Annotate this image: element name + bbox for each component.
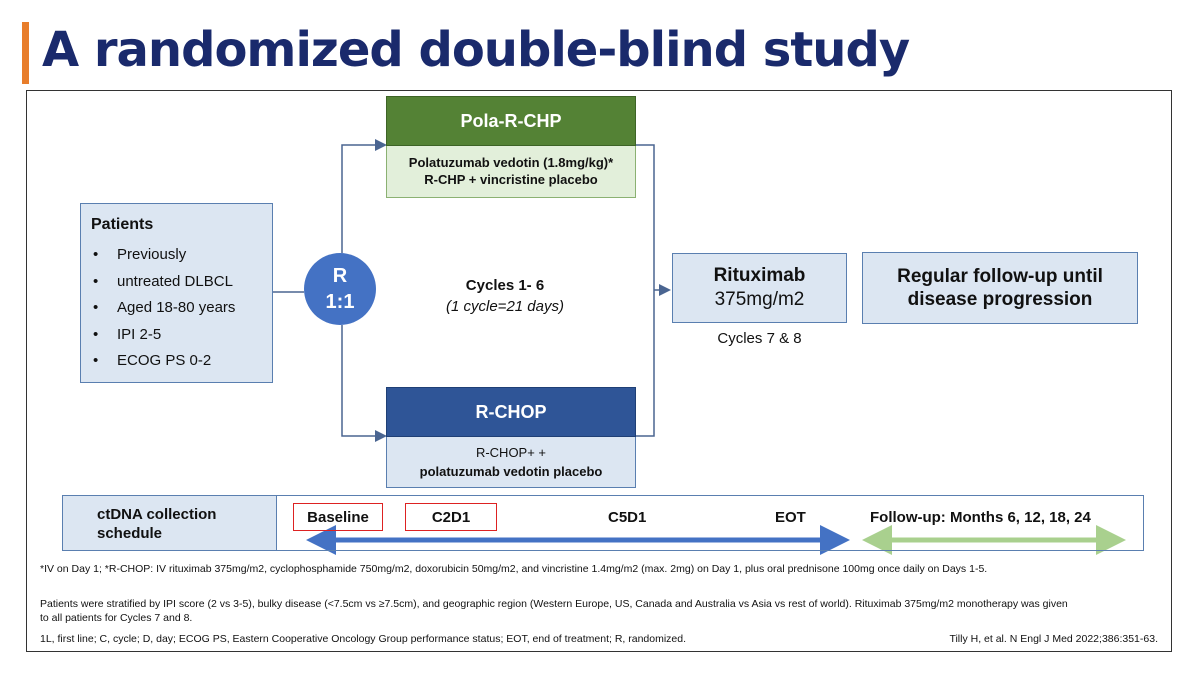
patients-criteria-list: Previously untreated DLBCL Aged 18-80 ye… (91, 242, 262, 375)
ctdna-eot: EOT (775, 509, 806, 526)
rchop-arm-line1: R-CHOP+ + (475, 445, 547, 460)
randomization-label: R (332, 265, 348, 287)
ctdna-followup: Follow-up: Months 6, 12, 18, 24 (870, 509, 1091, 526)
patients-criterion: IPI 2-5 (91, 322, 262, 349)
footnote-abbreviations: 1L, first line; C, cycle; D, day; ECOG P… (40, 633, 687, 645)
diagram-frame (26, 90, 1172, 652)
ctdna-c2d1: C2D1 (405, 503, 497, 531)
rituximab-box: Rituximab 375mg/m2 (672, 253, 847, 323)
page-title: A randomized double-blind study (42, 22, 910, 78)
rchop-arm-details: R-CHOP+ + polatuzumab vedotin placebo (386, 437, 636, 488)
footnote-regimen: *IV on Day 1; *R-CHOP: IV rituximab 375m… (40, 563, 988, 575)
pola-arm-line1: Polatuzumab vedotin (1.8mg/kg)* (408, 155, 614, 170)
rchop-arm-header: R-CHOP (386, 387, 636, 437)
rituximab-cycles: Cycles 7 & 8 (717, 330, 802, 347)
rituximab-name: Rituximab (713, 265, 806, 286)
followup-box: Regular follow-up until disease progress… (862, 252, 1138, 324)
ctdna-c5d1: C5D1 (608, 509, 647, 526)
cycles-length: (1 cycle=21 days) (446, 298, 564, 315)
patients-heading: Patients (91, 216, 154, 233)
title-accent-bar (22, 22, 29, 84)
pola-arm-header: Pola-R-CHP (386, 96, 636, 146)
patients-criterion: Previously (91, 242, 262, 269)
rchop-arm-line2: polatuzumab vedotin placebo (419, 464, 603, 479)
patients-criterion: Aged 18-80 years (91, 295, 262, 322)
footnote-stratification: Patients were stratified by IPI score (2… (40, 598, 1068, 624)
randomization-ratio: 1:1 (325, 291, 355, 313)
pola-arm-details: Polatuzumab vedotin (1.8mg/kg)* R-CHP + … (386, 146, 636, 198)
randomization-circle: R 1:1 (304, 253, 376, 325)
patients-criterion: untreated DLBCL (91, 269, 262, 296)
ctdna-label: ctDNA collection schedule (62, 495, 277, 551)
patients-box: Patients Previously untreated DLBCL Aged… (80, 203, 273, 383)
cycles-range: Cycles 1- 6 (465, 277, 545, 294)
cycles-label: Cycles 1- 6 (1 cycle=21 days) (400, 275, 610, 317)
pola-arm-line2: R-CHP + vincristine placebo (424, 172, 598, 187)
rituximab-dose: 375mg/m2 (714, 289, 805, 310)
patients-criterion: ECOG PS 0-2 (91, 348, 262, 375)
ctdna-timeline (277, 495, 1144, 551)
ctdna-baseline: Baseline (293, 503, 383, 531)
citation: Tilly H, et al. N Engl J Med 2022;386:35… (949, 633, 1158, 645)
